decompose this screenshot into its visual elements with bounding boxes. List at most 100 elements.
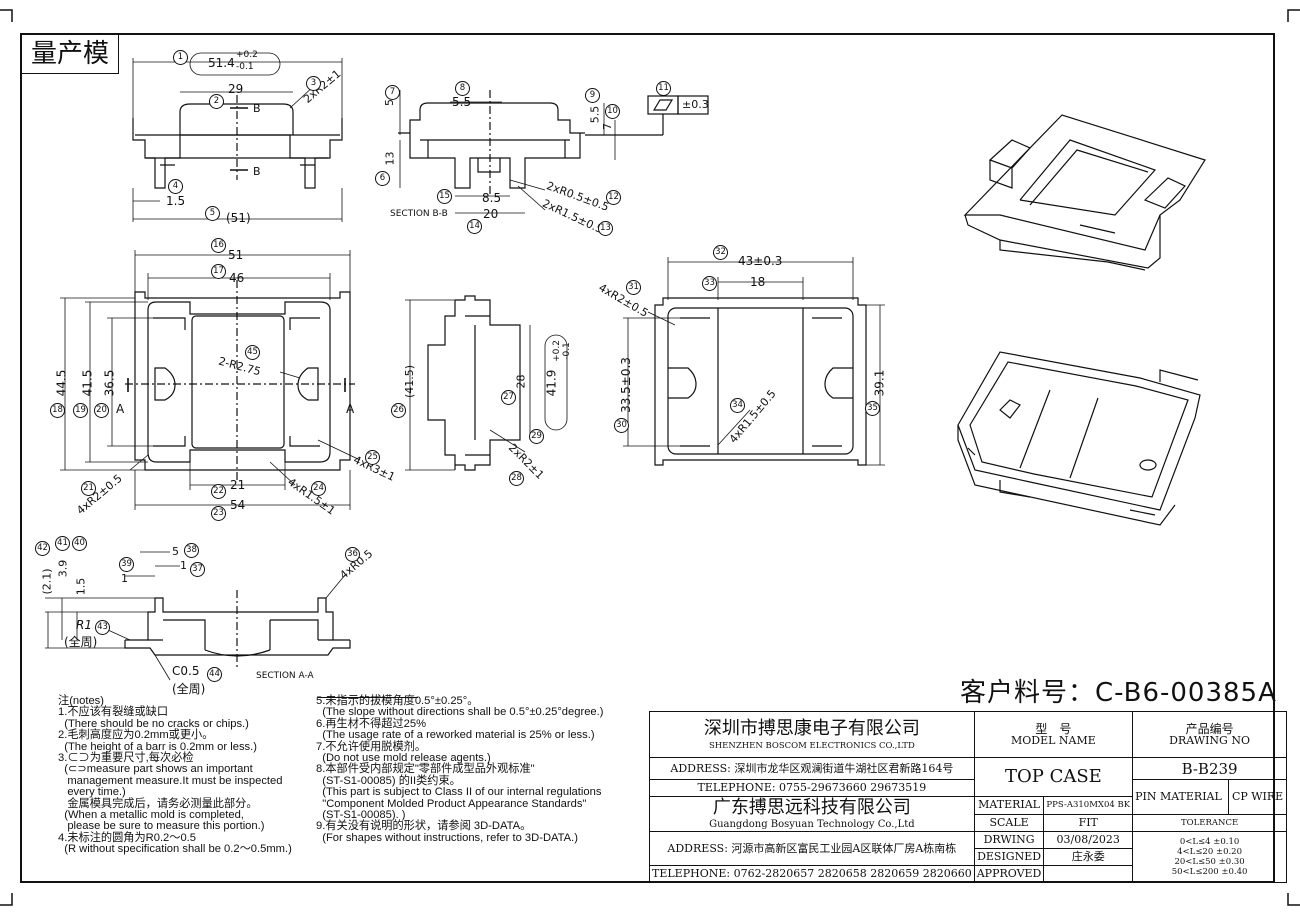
dim-40: 1.5: [74, 577, 88, 596]
dim-32: 43±0.3: [738, 254, 783, 268]
drawing-no-value: B-B239: [1132, 757, 1288, 780]
drawing-label: DRWING: [973, 831, 1045, 849]
side-view-dims: [405, 299, 568, 471]
dim-27: 28: [514, 374, 528, 389]
note-line: (The height of a barr is 0.2mm or less.): [58, 740, 257, 753]
all-around-2: (全周): [172, 682, 206, 696]
note-line: 8.本部件受内部规定"零部件成型品外观标准": [316, 763, 535, 776]
approved-label: APPROVED: [973, 865, 1045, 883]
note-line: (ST-S1-00085) 的II类约束。: [316, 774, 461, 787]
material-label: MATERIAL: [973, 796, 1045, 815]
production-stamp: 量产模: [22, 35, 119, 74]
dim-18: 44.5: [54, 369, 69, 397]
drawing-no-en: DRAWING NO: [1169, 733, 1250, 747]
section-bb-label: SECTION B-B: [390, 209, 448, 219]
section-bb-dims: [399, 90, 616, 214]
dim-16: 51: [228, 248, 244, 262]
dim-4: 1.5: [166, 194, 186, 208]
dim-14: 20: [483, 207, 499, 221]
balloon-45: 45: [245, 345, 260, 360]
tolerance-row: 20<L≤50 ±0.30: [1174, 857, 1245, 867]
cut-b-bottom: B: [253, 165, 261, 178]
note-line: (There should be no cracks or chips.): [58, 717, 249, 730]
designed-label: DESIGNED: [973, 848, 1045, 866]
note-line: (This part is subject to Class II of our…: [316, 786, 602, 799]
company2-name-en: Guangdong Bosyuan Technology Co.,Ltd: [709, 819, 915, 830]
tolerance-row: 4<L≤20 ±0.20: [1177, 847, 1243, 857]
top-view: [125, 280, 355, 480]
company1-name-en: SHENZHEN BOSCOM ELECTRONICS CO.,LTD: [708, 740, 915, 751]
address1: ADDRESS: 深圳市龙华区观澜街道牛湖社区君新路164号: [649, 757, 975, 780]
section-aa-label: SECTION A-A: [256, 671, 314, 681]
balloon-22: 22: [211, 484, 226, 499]
note-line: 3.⊂⊃为重要尺寸,每次必检: [58, 752, 194, 765]
scale-value: FIT: [1043, 813, 1134, 832]
all-around-1: (全周): [64, 635, 98, 649]
note-line: (R without specification shall be 0.2～0.…: [58, 843, 292, 856]
dim-37: 1: [180, 559, 187, 572]
dim-26: (41.5): [403, 364, 417, 399]
note-line: (The usage rate of a reworked material i…: [316, 729, 595, 742]
front-view-dims: [132, 52, 343, 222]
balloon-23: 23: [211, 506, 226, 521]
note-line: every time.): [58, 786, 126, 799]
note-line: 5.未指示的拔模角度0.5°±0.25°。: [316, 695, 479, 707]
dim-33: 18: [750, 275, 766, 289]
balloon-14: 14: [467, 219, 482, 234]
dim-10: 7: [601, 123, 614, 130]
tolerance-row: 50<L≤200 ±0.40: [1171, 867, 1248, 877]
balloon-25: 25: [365, 450, 380, 465]
drawing-no-cn: 产品编号: [1185, 721, 1234, 736]
customer-part-number: 客户料号：C-B6-00385A: [960, 678, 1277, 708]
note-line: 4.未标注的圆角为R0.2～0.5: [58, 831, 197, 844]
tolerance-row: 0<L≤4 ±0.10: [1179, 837, 1240, 847]
note-line: (When a metallic mold is completed,: [58, 809, 244, 822]
dim-29: 41.9: [544, 369, 559, 397]
balloon-35: 35: [865, 401, 880, 416]
balloon-13: 13: [598, 221, 613, 236]
dim-29-tol-dn: -0.1: [561, 342, 572, 360]
telephone2: TELEPHONE: 0762-2820657 2820658 2820659 …: [649, 865, 975, 883]
dim-9: 5.5: [588, 105, 602, 124]
balloon-32: 32: [713, 245, 728, 260]
balloon-39: 39: [119, 557, 134, 572]
drawing-date: 03/08/2023: [1043, 831, 1134, 849]
isometric-top: [963, 114, 1206, 271]
address2: ADDRESS: 河源市高新区富民工业园A区联体厂房A栋南栋: [649, 831, 975, 866]
dim-8: 5.5: [452, 95, 472, 109]
note-line: 金属模具完成后，请务必测量此部分。: [58, 797, 258, 810]
balloon-16: 16: [211, 238, 226, 253]
balloon-10: 10: [605, 104, 620, 119]
dim-22: 21: [230, 478, 246, 492]
side-view: [427, 295, 521, 471]
balloon-42: 42: [35, 541, 50, 556]
note-line: please be sure to measure this portion.): [58, 820, 265, 833]
dim-30: 33.5±0.3: [618, 357, 633, 413]
tolerance-label: TOLERANCE: [1132, 813, 1288, 832]
balloon-31: 31: [626, 280, 641, 295]
balloon-7: 7: [385, 85, 400, 100]
company1-name-cn: 深圳市搏思康电子有限公司: [703, 717, 920, 739]
front-view: [132, 95, 343, 189]
balloon-15: 15: [437, 189, 452, 204]
dim-15: 8.5: [482, 191, 502, 205]
model-name-cn: 型 号: [1035, 721, 1072, 736]
isometric-bottom: [957, 351, 1201, 526]
balloon-28: 28: [509, 471, 524, 486]
tolerance-table: 0<L≤4 ±0.10 4<L≤20 ±0.20 20<L≤50 ±0.30 5…: [1132, 831, 1288, 883]
balloon-3: 3: [306, 76, 321, 91]
balloon-21: 21: [81, 481, 96, 496]
telephone1: TELEPHONE: 0755-29673660 29673519: [649, 779, 975, 797]
balloon-12: 12: [606, 190, 621, 205]
balloon-33: 33: [702, 276, 717, 291]
dim-17: 46: [229, 271, 245, 285]
note-line: "Component Molded Product Appearance Sta…: [316, 797, 587, 810]
dim-23: 54: [230, 498, 246, 512]
cut-a-right: A: [346, 402, 355, 416]
note-line: 9.有关没有说明的形状，请参阅 3D-DATA。: [316, 820, 532, 833]
